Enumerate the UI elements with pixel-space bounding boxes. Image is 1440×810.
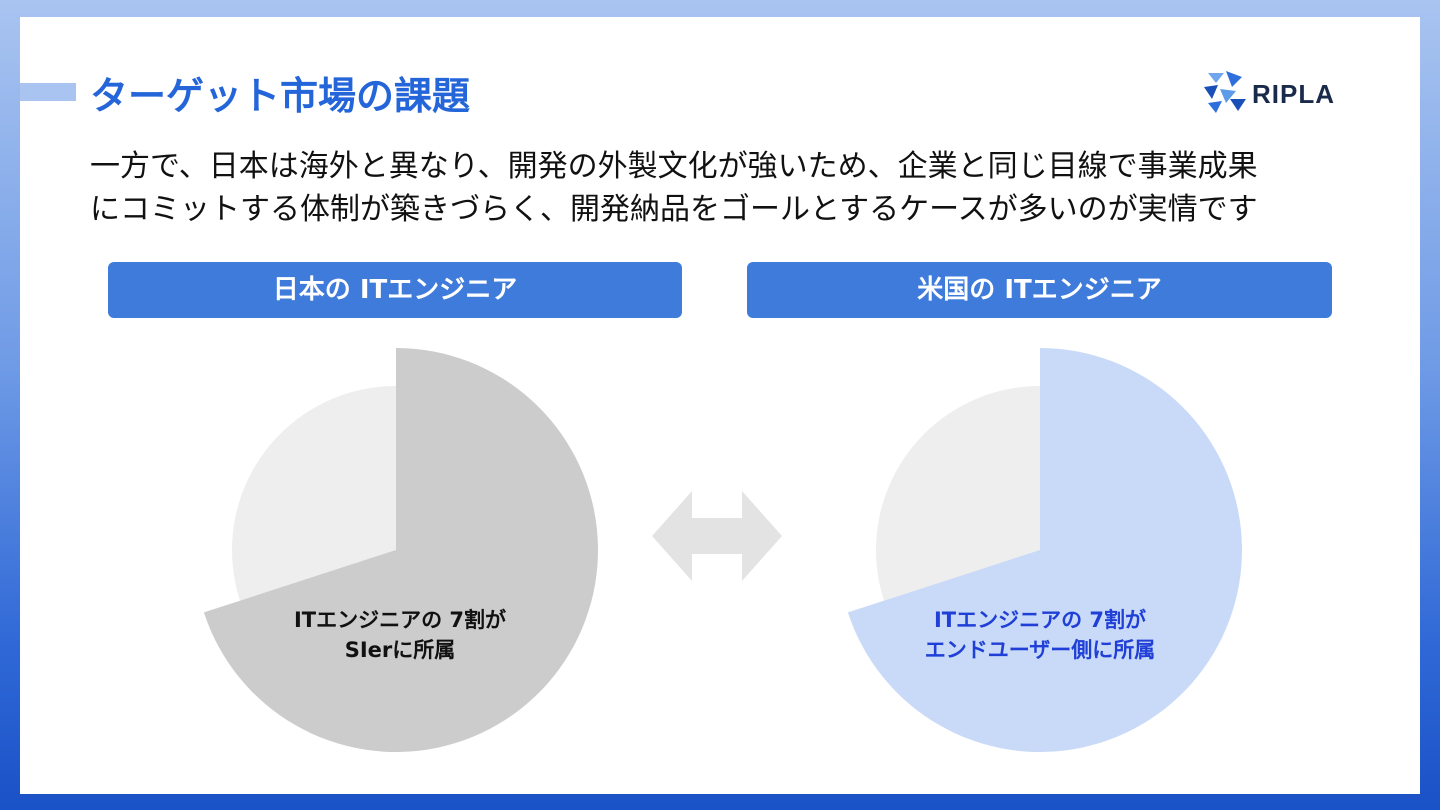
japan-pie-main-slice (203, 348, 598, 752)
us-pie-label: ITエンジニアの 7割が エンドユーザー側に所属 (890, 605, 1190, 665)
double-arrow-icon (652, 491, 782, 581)
us-pie-label-line1: ITエンジニアの 7割が (933, 608, 1147, 632)
us-pie-label-line2: エンドユーザー側に所属 (924, 638, 1156, 662)
pie-charts (203, 348, 1242, 752)
page-title: ターゲット市場の課題 (90, 74, 471, 118)
us-pie-header: 米国の ITエンジニア (747, 262, 1332, 318)
company-logo: RIPLA (1202, 69, 1342, 117)
subtitle-text: 一方で、日本は海外と異なり、開発の外製文化が強いため、企業と同じ目線で事業成果 … (90, 149, 1258, 227)
japan-pie-label-line1: ITエンジニアの 7割が (293, 608, 507, 632)
japan-pie-header: 日本の ITエンジニア (108, 262, 682, 318)
japan-pie-label-line2: SIerに所属 (344, 638, 456, 662)
ripla-logo-icon (1204, 71, 1246, 113)
title-accent-bar (20, 83, 76, 101)
us-pie-main-slice (847, 348, 1242, 752)
slide: ターゲット市場の課題 RIPLA 一方で、日本は海外と異なり、開発の外製文化が強… (20, 17, 1420, 794)
logo-text: RIPLA (1252, 79, 1335, 109)
japan-pie-label: ITエンジニアの 7割が SIerに所属 (270, 605, 530, 665)
